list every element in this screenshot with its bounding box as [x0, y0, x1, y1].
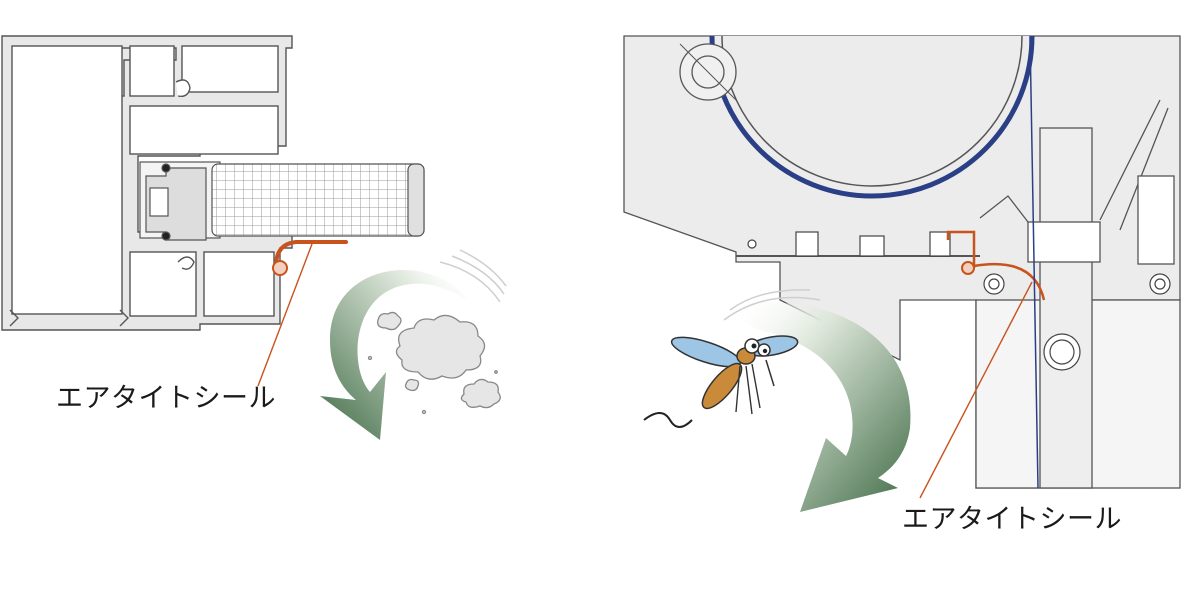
leader-line-right	[919, 281, 1033, 499]
screen-roller	[139, 161, 425, 241]
curved-arrow-icon	[320, 249, 507, 440]
shutter-drum	[679, 35, 1035, 199]
mosquito-icon	[643, 335, 799, 428]
seal-label-right: エアタイトシール	[902, 504, 1122, 535]
seal-label-left: エアタイトシール	[56, 383, 276, 414]
frame-profile	[1, 35, 293, 331]
air-tight-seal-right	[946, 230, 1046, 301]
air-tight-seal-left	[272, 240, 348, 276]
dust-cloud-icon	[367, 311, 501, 415]
bolt-row	[747, 231, 1171, 371]
leader-line-left	[257, 243, 313, 387]
curved-arrow-icon	[723, 289, 911, 512]
